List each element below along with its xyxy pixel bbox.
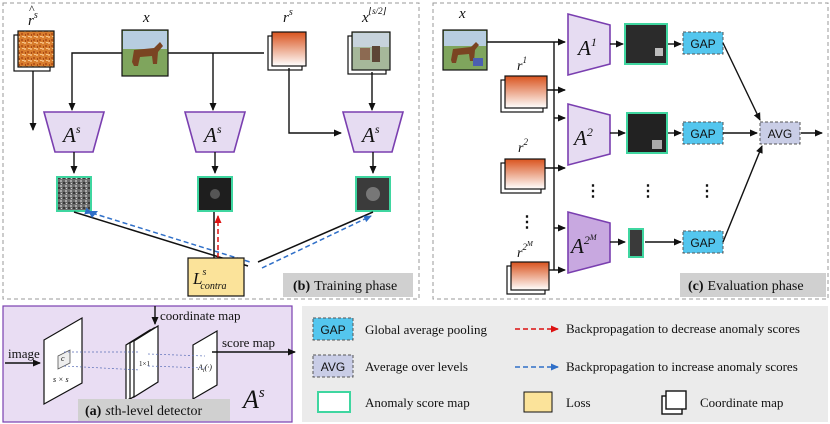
svg-text:c: c bbox=[61, 354, 65, 363]
detector-block-1: As bbox=[42, 111, 106, 153]
svg-text:AVG: AVG bbox=[321, 360, 345, 374]
legend-red-arrow: Backpropagation to decrease anomaly scor… bbox=[515, 321, 800, 336]
detector-a-s-label: As bbox=[241, 385, 265, 414]
eval-detector-M: A2M bbox=[567, 210, 611, 275]
detector-3-label: As bbox=[360, 122, 380, 147]
one-by-one-label: 1×1 bbox=[139, 360, 150, 368]
gap-ellipsis: ⋮ bbox=[699, 183, 715, 200]
eval-connectors bbox=[487, 38, 566, 274]
svg-text:Anomaly score map: Anomaly score map bbox=[365, 395, 470, 410]
detector-ellipsis: ⋮ bbox=[585, 183, 601, 200]
evaluation-panel-title: (c)Evaluation phase bbox=[680, 273, 826, 297]
svg-text:A1: A1 bbox=[576, 35, 597, 60]
svg-text:Backpropagation to decrease an: Backpropagation to decrease anomaly scor… bbox=[566, 321, 800, 336]
svg-text:Loss: Loss bbox=[566, 395, 591, 410]
hat-glyph: ^ bbox=[29, 2, 35, 16]
svg-text:Average over levels: Average over levels bbox=[365, 359, 468, 374]
eval-image-input bbox=[442, 29, 488, 71]
r1-label: r1 bbox=[517, 55, 527, 74]
svg-text:(a)sth-level detector: (a)sth-level detector bbox=[85, 404, 202, 419]
r-s-label: rs bbox=[283, 7, 293, 26]
image-label: image bbox=[8, 346, 40, 361]
coord-ellipsis: ⋮ bbox=[519, 214, 535, 231]
eval-x-label: x bbox=[458, 6, 466, 22]
gap-box-2: GAP bbox=[682, 121, 724, 145]
r2M-label: r2M bbox=[517, 240, 534, 261]
svg-text:Global average pooling: Global average pooling bbox=[365, 322, 488, 337]
coord-r1 bbox=[500, 75, 548, 113]
detector-panel-title: (a)sth-level detector bbox=[78, 399, 230, 421]
svg-text:A2M: A2M bbox=[569, 233, 598, 258]
r2-label: r2 bbox=[518, 137, 528, 156]
svg-text:Coordinate map: Coordinate map bbox=[700, 395, 783, 410]
svg-text:GAP: GAP bbox=[320, 323, 345, 337]
score-ellipsis: ⋮ bbox=[640, 183, 656, 200]
score-connectors bbox=[610, 40, 682, 246]
eval-detector-2: A2 bbox=[567, 102, 611, 167]
svg-text:A2: A2 bbox=[572, 125, 593, 150]
svg-text:GAP: GAP bbox=[690, 37, 715, 51]
noise-coordinate-input bbox=[13, 30, 55, 72]
x-down-label: x⌊s/2⌋ bbox=[361, 6, 387, 26]
svg-text:GAP: GAP bbox=[690, 236, 715, 250]
legend-avg: AVG Average over levels bbox=[312, 354, 468, 378]
score-map-noise bbox=[56, 176, 92, 212]
detector-1-label: As bbox=[61, 122, 81, 147]
r-hat-label: rs bbox=[28, 10, 38, 29]
evaluation-panel: x r1 r2 ⋮ r2M bbox=[432, 2, 829, 300]
svg-text:(c)Evaluation phase: (c)Evaluation phase bbox=[688, 279, 804, 294]
legend-score-map: Anomaly score map bbox=[317, 391, 470, 413]
detector-panel: image c s × s 1×1 Ai(·) coordinate map s… bbox=[2, 305, 296, 423]
svg-text:AVG: AVG bbox=[768, 127, 792, 141]
coordinate-input bbox=[267, 31, 307, 71]
avg-connectors bbox=[722, 42, 823, 243]
output-plane bbox=[192, 329, 218, 401]
coord-r2M bbox=[506, 261, 550, 295]
s-by-s-label: s × s bbox=[53, 375, 69, 384]
detector-block-3: As bbox=[341, 111, 405, 153]
coord-r2 bbox=[500, 158, 546, 194]
legend-blue-arrow: Backpropagation to increase anomaly scor… bbox=[515, 359, 798, 374]
score-map-label: score map bbox=[222, 335, 275, 350]
gap-box-M: GAP bbox=[682, 230, 724, 254]
x-label: x bbox=[142, 10, 150, 26]
legend: GAP Global average pooling AVG Average o… bbox=[302, 306, 828, 422]
training-panel-title: (b)Training phase bbox=[283, 273, 413, 297]
svg-text:(b)Training phase: (b)Training phase bbox=[293, 279, 397, 294]
training-panel: rs ^ x rs x⌊s/2⌋ bbox=[2, 2, 420, 300]
legend-loss: Loss bbox=[523, 391, 591, 413]
downsampled-image-input bbox=[347, 31, 391, 75]
feature-stack bbox=[133, 324, 159, 399]
eval-score-map-1 bbox=[624, 23, 668, 65]
training-connectors bbox=[29, 52, 376, 137]
horse-image-input bbox=[121, 29, 169, 77]
legend-gap: GAP Global average pooling bbox=[312, 317, 488, 341]
coordinate-map-label: coordinate map bbox=[160, 308, 241, 323]
gap-box-1: GAP bbox=[682, 31, 724, 55]
svg-text:GAP: GAP bbox=[690, 127, 715, 141]
loss-arrows bbox=[73, 207, 374, 269]
eval-detector-1: A1 bbox=[567, 12, 611, 77]
detector-output-connectors bbox=[70, 152, 377, 174]
eval-score-map-M bbox=[628, 228, 644, 258]
legend-coordinate-map: Coordinate map bbox=[661, 390, 783, 415]
detector-block-2: As bbox=[183, 111, 247, 153]
avg-box: AVG bbox=[759, 121, 801, 145]
detector-2-label: As bbox=[202, 122, 222, 147]
svg-text:Backpropagation to increase an: Backpropagation to increase anomaly scor… bbox=[566, 359, 798, 374]
blue-arrow-head-left bbox=[88, 211, 98, 218]
